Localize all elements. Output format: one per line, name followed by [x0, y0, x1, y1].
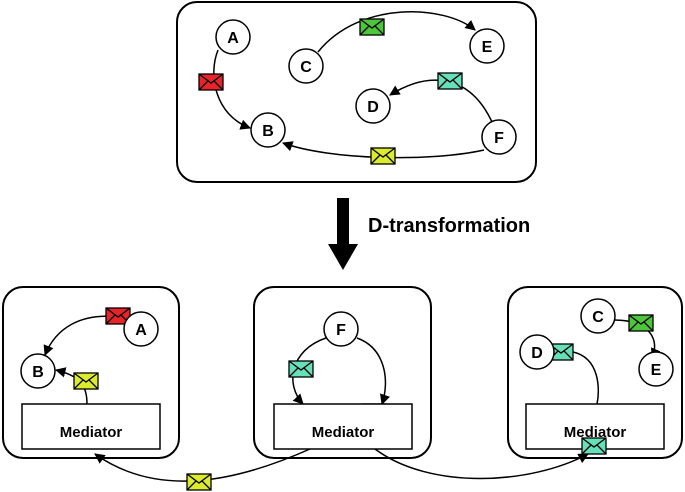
edge-c-e — [317, 11, 476, 53]
node-a-left: A — [123, 311, 159, 347]
mediator-left: Mediator — [21, 403, 161, 450]
node-e-label: E — [651, 362, 662, 379]
node-a: A — [215, 19, 251, 55]
node-c-label: C — [300, 59, 312, 76]
node-b-label: B — [262, 123, 274, 140]
node-d: D — [355, 88, 391, 124]
node-b: B — [250, 112, 286, 148]
edge-f-mediator-right-side — [356, 337, 390, 405]
node-d-label: D — [531, 345, 543, 362]
message-yellow-icon — [186, 473, 212, 491]
node-b-label: B — [32, 364, 44, 381]
message-teal-icon — [581, 437, 607, 455]
node-f-label: F — [494, 130, 504, 147]
node-d-right: D — [519, 334, 555, 370]
node-c-right: C — [580, 298, 616, 334]
node-e: E — [469, 28, 505, 64]
node-f-label: F — [336, 322, 346, 339]
node-e-right: E — [638, 351, 674, 387]
node-c-label: C — [592, 309, 604, 326]
mediator-label: Mediator — [312, 424, 375, 441]
message-teal-icon — [437, 72, 463, 90]
message-green-icon — [359, 18, 385, 36]
node-e-label: E — [482, 39, 493, 56]
edge-a-b — [213, 49, 251, 130]
mediator-label: Mediator — [564, 424, 627, 441]
node-a-label: A — [227, 30, 239, 47]
link-middle-to-right-mediator — [374, 448, 589, 480]
mediator-label: Mediator — [60, 424, 123, 441]
node-f: F — [481, 119, 517, 155]
edge-d-mediator-right — [572, 351, 600, 405]
message-yellow-icon — [370, 147, 396, 165]
message-yellow-icon — [73, 372, 99, 390]
node-a-label: A — [135, 322, 147, 339]
transformation-arrow-icon — [328, 198, 358, 270]
node-b-left: B — [20, 353, 56, 389]
node-c: C — [288, 48, 324, 84]
node-d-label: D — [367, 99, 379, 116]
message-green-icon — [628, 314, 654, 332]
message-teal-icon — [288, 360, 314, 378]
transformation-label: D-transformation — [368, 215, 530, 237]
node-f-middle: F — [323, 311, 359, 347]
message-red-icon — [198, 73, 224, 91]
mediator-middle: Mediator — [273, 403, 413, 450]
